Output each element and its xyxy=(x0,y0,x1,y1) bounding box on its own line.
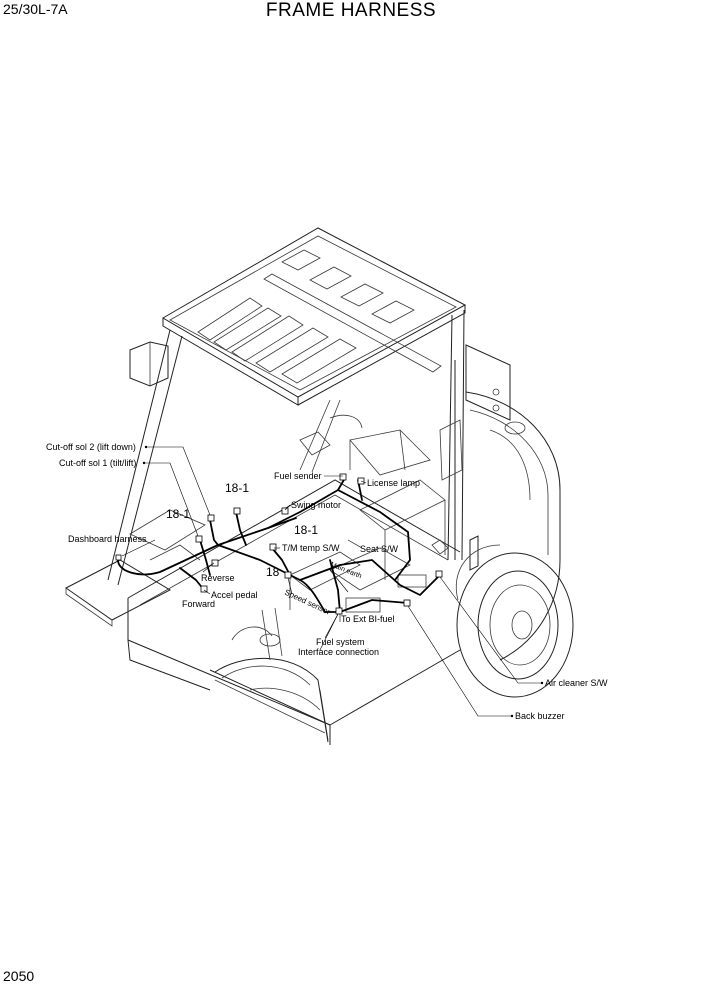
frame-harness-routing xyxy=(117,477,441,613)
page-title: FRAME HARNESS xyxy=(265,0,437,21)
label-cutoff-sol2: Cut-off sol 2 (lift down) xyxy=(46,442,136,452)
rear-wheel xyxy=(456,544,574,698)
label-seat-sw: Seat S/W xyxy=(360,544,399,554)
ref-18-1-left: 18-1 xyxy=(166,507,190,521)
guard-pillars xyxy=(107,309,465,586)
ref-18-1-mid: 18-1 xyxy=(294,523,318,537)
label-to-ext-bi-fuel: To Ext BI-fuel xyxy=(341,614,395,624)
label-cutoff-sol1: Cut-off sol 1 (tilt/lift) xyxy=(59,458,136,468)
label-back-buzzer: Back buzzer xyxy=(515,711,565,721)
label-license-lamp: License lamp xyxy=(367,478,420,488)
label-swing-motor: Swing motor xyxy=(291,500,341,510)
page-number: 2050 xyxy=(3,968,35,984)
label-interface-connection: Interface connection xyxy=(298,647,379,657)
engine-hood-area xyxy=(289,414,463,613)
label-air-cleaner-sw: Air cleaner S/W xyxy=(545,678,608,688)
ref-18-1-top: 18-1 xyxy=(225,481,249,495)
label-accel-pedal: Accel pedal xyxy=(211,590,258,600)
label-dashboard-harness: Dashboard harness xyxy=(68,534,147,544)
ref-18: 18 xyxy=(266,565,280,579)
label-fuel-system: Fuel system xyxy=(316,637,365,647)
label-fuel-sender: Fuel sender xyxy=(274,471,322,481)
harness-connectors xyxy=(115,473,443,615)
chassis-frame xyxy=(65,479,461,745)
rear-work-lamp-bracket xyxy=(465,344,511,421)
side-mirror xyxy=(129,341,169,387)
leader-arrowheads xyxy=(142,445,544,718)
overhead-guard xyxy=(162,227,467,406)
label-tm-temp-sw: T/M temp S/W xyxy=(282,543,340,553)
counterweight xyxy=(465,391,561,661)
callout-leaders xyxy=(121,446,542,717)
label-forward: Forward xyxy=(182,599,215,609)
label-reverse: Reverse xyxy=(201,573,235,583)
label-speed-sensor: Speed sensor xyxy=(283,588,332,617)
model-number: 25/30L-7A xyxy=(3,1,68,17)
